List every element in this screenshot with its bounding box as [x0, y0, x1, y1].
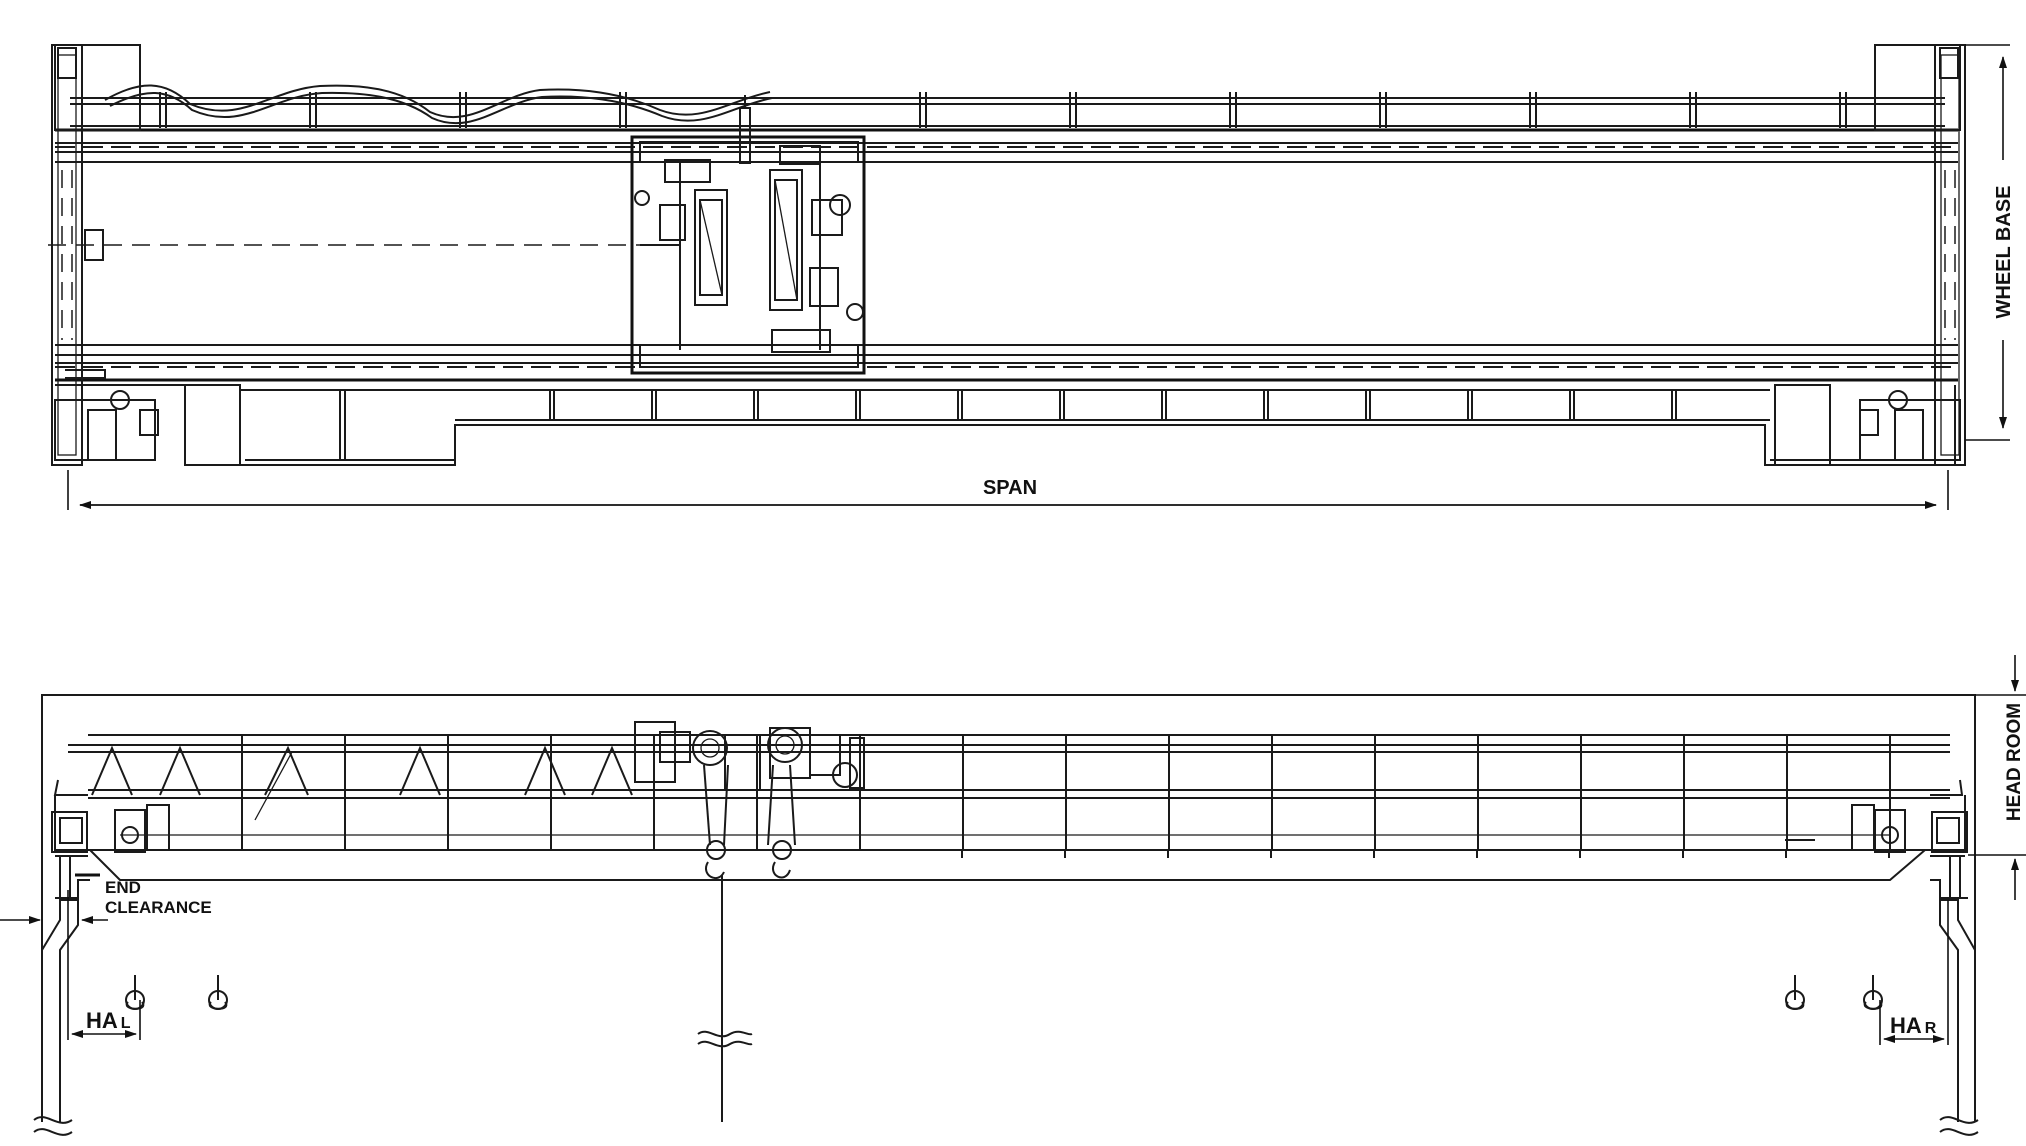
building-outline — [41, 694, 1976, 1122]
trolley-plan — [630, 95, 866, 375]
span-dimension — [67, 470, 1949, 510]
runway-column-left — [33, 879, 90, 1136]
elevation-truss — [91, 745, 633, 821]
hook-approach-markers — [125, 975, 1883, 1010]
main-hook — [703, 764, 729, 1122]
ha-left-dimension — [67, 890, 141, 1040]
ha-right-dimension — [1879, 900, 1949, 1045]
plan-view: SPAN WHEEL BASE — [48, 44, 2015, 510]
main-girders — [55, 128, 1958, 382]
end-clearance-label-1: END — [105, 878, 141, 897]
head-room-label: HEAD ROOM — [2004, 703, 2025, 821]
elevation-view: HAL HAR END CLEARANCE HEAD ROOM — [0, 655, 2026, 1136]
plan-handrail-posts — [159, 92, 1847, 128]
elevation-handrail-posts — [241, 735, 1891, 858]
hook-break-mark — [697, 1030, 753, 1048]
elevation-girder — [54, 734, 1966, 881]
walkway-posts — [339, 390, 1677, 460]
span-label: SPAN — [983, 477, 1037, 499]
wheel-base-dimension — [1965, 44, 2010, 441]
aux-hook — [767, 764, 796, 879]
end-truck-elevation-right — [1785, 779, 1968, 899]
plan-handrail — [70, 97, 1945, 127]
head-room-dimension — [1968, 655, 2026, 900]
trolley-elevation — [634, 721, 865, 791]
end-clearance-label-2: CLEARANCE — [105, 898, 212, 917]
runway-column-right — [1930, 879, 1979, 1136]
end-truck-right — [1774, 44, 1966, 466]
end-truck-left — [51, 44, 241, 466]
end-truck-elevation-left — [51, 779, 170, 899]
festoon-cable — [104, 84, 771, 118]
wheel-base-label: WHEEL BASE — [1993, 186, 2015, 319]
